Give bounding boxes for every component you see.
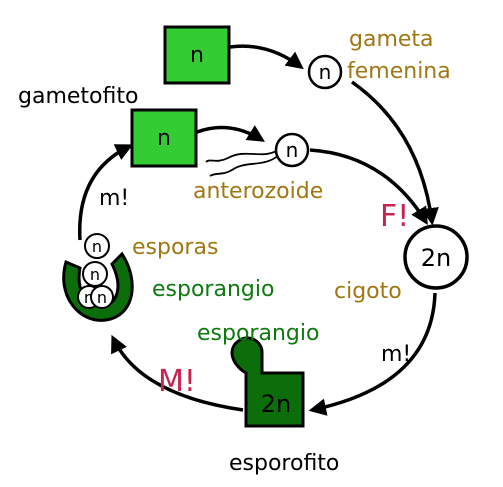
label-anterozoide: anterozoide (193, 179, 323, 204)
sporophyte-shape: 2n (230, 336, 305, 428)
label-esporangio-right: esporangio (197, 321, 319, 346)
label-mitosis-left: m! (99, 186, 129, 211)
label-meiosis: M! (158, 364, 196, 399)
label-esporofito: esporofito (229, 451, 339, 476)
svg-text:n: n (84, 288, 94, 307)
sporophyte-ploidy: 2n (261, 390, 291, 418)
label-fecundacion: F! (380, 199, 409, 234)
svg-text:n: n (97, 288, 107, 307)
label-mitosis-right: m! (381, 342, 411, 367)
zygote-cell: 2n (403, 224, 469, 290)
svg-text:n: n (90, 265, 100, 284)
spore-1: n (84, 233, 110, 259)
female-gamete-ploidy: n (319, 60, 332, 84)
antherozoid-cell: n (205, 132, 310, 177)
arrow-sporophyte-to-sporangium (111, 334, 244, 412)
arrow-female-gamete-to-zygote (350, 80, 439, 226)
svg-text:n: n (92, 237, 102, 256)
gametophyte-box-bottom: n (130, 108, 198, 168)
label-cigoto: cigoto (334, 279, 402, 304)
arrow-gametophyte-to-female-gamete (229, 44, 304, 70)
gametophyte-top-ploidy: n (190, 43, 204, 68)
arrow-zygote-to-sporophyte (308, 292, 437, 416)
female-gamete-cell: n (307, 54, 343, 90)
label-gameta: gameta (349, 27, 434, 52)
zygote-ploidy: 2n (421, 244, 451, 272)
label-femenina: femenina (347, 59, 451, 84)
arrow-spores-to-gametophyte (78, 144, 134, 241)
gametophyte-box-top: n (163, 25, 231, 85)
label-esporas: esporas (132, 235, 218, 260)
antherozoid-ploidy: n (286, 138, 299, 162)
spores-cluster: n n n n (77, 233, 114, 309)
spore-2: n (82, 261, 108, 287)
arrow-antherozoid-to-zygote (309, 148, 428, 225)
label-esporangio-left: esporangio (152, 277, 274, 302)
spore-4: n (90, 285, 114, 309)
arrow-gametophyte-to-antherozoid (196, 125, 265, 142)
label-gametofito: gametofito (18, 84, 138, 109)
gametophyte-bottom-ploidy: n (157, 126, 171, 151)
